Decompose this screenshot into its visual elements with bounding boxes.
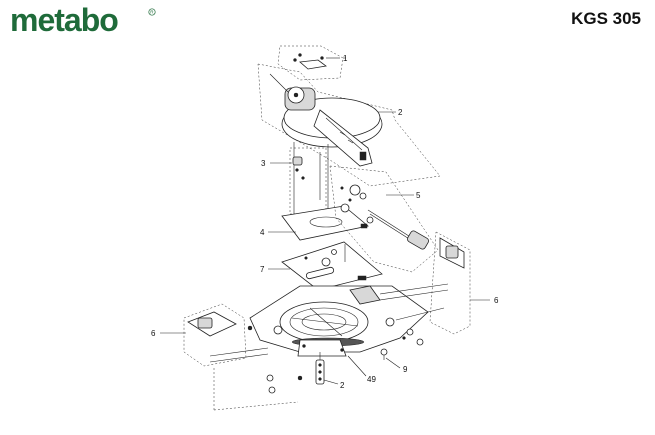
turntable-base bbox=[249, 285, 429, 357]
model-title: KGS 305 bbox=[571, 9, 641, 28]
callout-4: 4 bbox=[260, 228, 265, 237]
callout-9: 9 bbox=[403, 365, 408, 374]
part-1-cover-plate bbox=[277, 45, 346, 81]
callout-leaders bbox=[160, 57, 490, 385]
callout-5: 5 bbox=[416, 191, 421, 200]
callout-1: 1 bbox=[343, 54, 348, 63]
part-6-right-extension bbox=[379, 231, 471, 346]
part-9-screw bbox=[380, 348, 388, 360]
part-5-lever-assembly bbox=[329, 165, 439, 273]
callout-7: 7 bbox=[260, 265, 265, 274]
part-4-spring-plate bbox=[281, 205, 369, 241]
callout-3: 3 bbox=[261, 159, 266, 168]
brand-wordmark: metabo bbox=[10, 4, 118, 38]
callout-2-bottom: 2 bbox=[340, 381, 345, 390]
callout-2: 2 bbox=[398, 108, 403, 117]
part-2-bottom-clamp bbox=[315, 352, 325, 385]
part-7-base-plate bbox=[281, 241, 383, 291]
callout-6-right: 6 bbox=[494, 296, 499, 305]
part-3-column bbox=[289, 142, 329, 216]
part-2-arm-assembly bbox=[257, 63, 441, 187]
callout-6-left: 6 bbox=[151, 329, 156, 338]
callout-49: 49 bbox=[367, 375, 376, 384]
part-6-left-extension bbox=[183, 303, 303, 411]
metabo-logo: metabo R bbox=[10, 2, 160, 43]
registered-mark-letter: R bbox=[150, 10, 154, 15]
registered-mark-icon bbox=[148, 8, 156, 16]
